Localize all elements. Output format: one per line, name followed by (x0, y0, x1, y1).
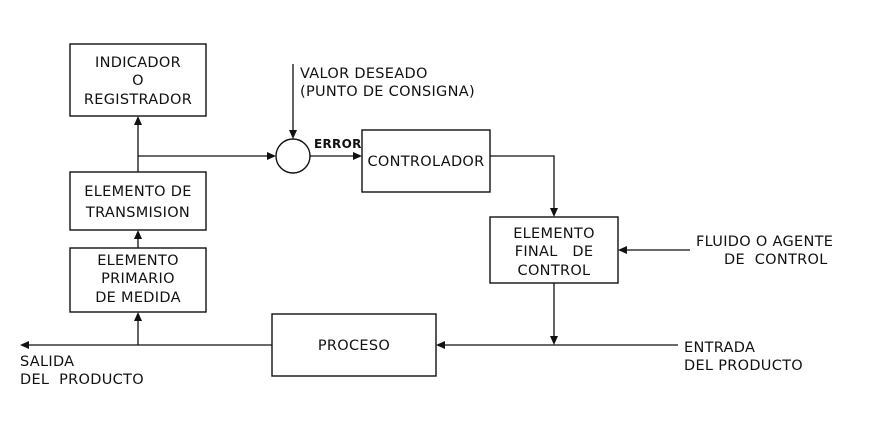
arrow-into-final-top (550, 208, 558, 217)
arrow-into-junction-top (289, 130, 297, 139)
setpoint-label-line-1: VALOR DESEADO (300, 66, 428, 82)
indicador-line-2: O (132, 73, 144, 89)
controlador-block: CONTROLADOR (361, 129, 491, 193)
setpoint-label-line-2: (PUNTO DE CONSIGNA) (300, 84, 475, 100)
indicador-line-1: INDICADOR (95, 55, 181, 71)
final-line-1: ELEMENTO (513, 226, 595, 242)
primario-line-2: PRIMARIO (101, 271, 175, 287)
proceso-label: PROCESO (318, 338, 390, 354)
arrow-into-proceso (436, 341, 445, 349)
arrow-into-final-right (618, 246, 627, 254)
arrow-into-controlador (353, 152, 362, 160)
controlador-label: CONTROLADOR (367, 154, 484, 170)
fluido-label-line-1: FLUIDO O AGENTE (696, 234, 833, 250)
fluido-label-line-2: DE CONTROL (724, 252, 828, 268)
summing-junction (275, 138, 311, 174)
arrow-into-primario (134, 312, 142, 321)
elemento-final-block: ELEMENTO FINAL DE CONTROL (489, 216, 619, 284)
elemento-transmision-block: ELEMENTO DE TRANSMISION (69, 171, 207, 231)
arrow-salida (20, 341, 29, 349)
entrada-label-line-1: ENTRADA (684, 340, 755, 356)
primario-line-1: ELEMENTO (97, 253, 179, 269)
indicador-registrador-block: INDICADOR O REGISTRADOR (69, 43, 207, 117)
entrada-label-line-2: DEL PRODUCTO (684, 358, 803, 374)
arrow-into-junction-left (267, 152, 276, 160)
final-line-2: FINAL DE (515, 244, 594, 260)
transmision-line-1: ELEMENTO DE (84, 184, 191, 200)
error-label: ERROR (314, 137, 362, 151)
primario-line-3: DE MEDIDA (95, 290, 181, 306)
final-line-3: CONTROL (518, 263, 591, 279)
indicador-line-3: REGISTRADOR (84, 92, 192, 108)
arrow-into-product-line (550, 336, 558, 345)
transmision-line-2: TRANSMISION (85, 205, 190, 221)
arrow-into-transmision (134, 230, 142, 239)
arrow-into-indicador (134, 116, 142, 125)
proceso-block: PROCESO (271, 313, 437, 377)
wire-controlador-to-final (490, 155, 555, 211)
salida-label-line-2: DEL PRODUCTO (20, 372, 144, 388)
salida-label-line-1: SALIDA (20, 354, 74, 370)
elemento-primario-block: ELEMENTO PRIMARIO DE MEDIDA (69, 247, 207, 313)
